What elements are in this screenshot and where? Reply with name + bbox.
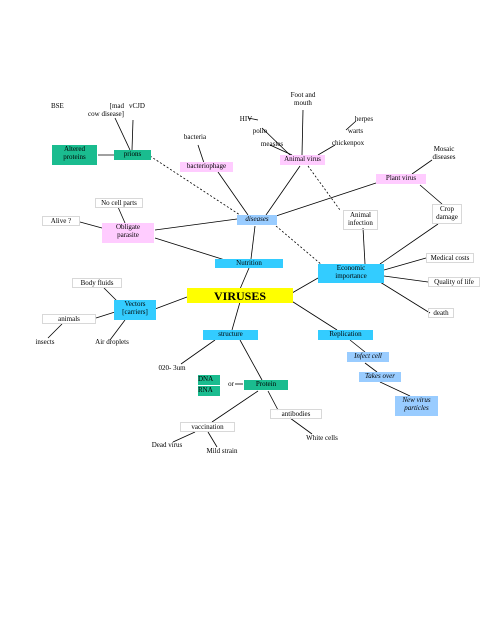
node-rna: RNA xyxy=(198,386,220,396)
link-viruses-nutrition xyxy=(239,267,250,290)
link-nutrition-diseases xyxy=(250,225,256,260)
node-animals: animals xyxy=(42,314,96,324)
link-prions-diseases xyxy=(149,155,241,216)
node-crop-damage: Crop damage xyxy=(432,204,462,224)
node-plant-virus: Plant virus xyxy=(376,174,426,184)
link-viruses-structure xyxy=(231,301,241,331)
link-animal-animalinfection xyxy=(307,165,341,211)
link-replication-infect xyxy=(349,339,366,353)
link-animal-chickenpox xyxy=(317,144,336,156)
link-antibodies-whitecells xyxy=(289,417,313,435)
link-prions-vcjd xyxy=(131,119,134,151)
link-viruses-economic xyxy=(291,277,319,294)
node-altered-proteins: Altered proteins xyxy=(52,145,97,165)
node-quality-of-life: Quality of life xyxy=(428,277,480,287)
link-viruses-replication xyxy=(289,299,338,331)
node-death: death xyxy=(428,308,454,318)
link-economic-animalinfection xyxy=(362,227,366,265)
link-diseases-animalvirus xyxy=(265,165,301,216)
node-dna: DNA xyxy=(198,375,220,385)
link-obligate-diseases xyxy=(154,218,238,231)
link-economic-quality xyxy=(383,275,429,283)
node-structure: structure xyxy=(203,330,258,340)
node-air-droplets: Air droplets xyxy=(95,338,129,346)
node-replication: Replication xyxy=(318,330,373,340)
link-economic-death xyxy=(379,281,431,314)
link-animal-polio xyxy=(261,127,291,156)
link-obligate-nocellparts xyxy=(117,206,126,224)
link-obligate-alive xyxy=(79,221,103,229)
link-diseases-bacteriophage xyxy=(217,171,249,216)
link-viruses-vectors xyxy=(154,296,188,310)
node-bacteriophage: bacteriophage xyxy=(180,162,233,172)
node-white-cells: White cells xyxy=(306,434,338,442)
node-obligate-parasite: Obligate parasite xyxy=(102,223,154,243)
link-plant-crop xyxy=(419,184,443,205)
link-vectors-animals xyxy=(95,311,116,319)
link-hiv-polio xyxy=(247,117,259,121)
node-bacteria: bacteria xyxy=(183,133,207,141)
node-hiv: HIV xyxy=(239,115,253,123)
link-vectors-bodyfluids xyxy=(103,287,119,303)
link-animals-insects xyxy=(47,323,63,339)
node-mosaic-diseases: Mosaic diseases xyxy=(432,145,456,161)
node-warts: warts xyxy=(347,127,364,135)
node-mild-strain: Mild strain xyxy=(206,447,238,455)
node-protein: Protein xyxy=(244,380,288,390)
node-or: or xyxy=(228,380,234,388)
node-measles: measles xyxy=(260,140,284,148)
link-infect-takesover xyxy=(364,362,378,373)
link-prions-bse xyxy=(114,117,131,151)
link-economic-crop xyxy=(379,223,439,265)
link-vectors-airdroplets xyxy=(109,319,126,341)
node-body-fluids: Body fluids xyxy=(72,278,122,288)
link-vaccination-mildstrain xyxy=(207,431,218,448)
link-economic-medical xyxy=(383,257,427,271)
node-polio: polio xyxy=(252,127,268,135)
link-takesover-newparticles xyxy=(379,381,411,397)
link-diseases-plantvirus xyxy=(275,182,377,217)
node-bse: BSE xyxy=(51,102,64,110)
link-protein-vaccination xyxy=(211,390,259,423)
node-infect-cell: Infect cell xyxy=(347,352,389,362)
node-nutrition: Nutrition xyxy=(215,259,283,268)
node-mad-cow: [mad cow disease] xyxy=(88,102,124,118)
node-vcjd: vCJD xyxy=(129,102,145,110)
node-prions: prions xyxy=(114,150,151,160)
link-structure-protein xyxy=(239,339,263,381)
link-protein-antibodies xyxy=(267,390,279,411)
link-structure-size xyxy=(180,339,216,365)
node-insects: insects xyxy=(35,338,55,346)
node-antibodies: antibodies xyxy=(270,409,322,419)
node-foot-mouth: Foot and mouth xyxy=(290,91,316,107)
node-animal-infection: Animal infection xyxy=(343,210,378,230)
node-economic-importance: Economic importance xyxy=(318,264,384,283)
node-viruses: VIRUSES xyxy=(187,288,293,303)
node-chickenpox: chickenpox xyxy=(331,139,365,147)
node-no-cell-parts: No cell parts xyxy=(95,198,143,208)
node-animal-virus: Animal virus xyxy=(280,155,325,165)
link-plant-mosaic xyxy=(411,159,433,175)
node-diseases: diseases xyxy=(237,215,277,225)
link-nutrition-obligate xyxy=(154,237,226,261)
node-size: 020- 3um xyxy=(158,364,186,372)
node-vaccination: vaccination xyxy=(180,422,235,432)
node-vectors: Vectors [carriers] xyxy=(114,300,156,320)
link-warts-herpes xyxy=(345,120,357,131)
link-animal-footmouth xyxy=(301,109,304,156)
link-vaccination-deadvirus xyxy=(172,431,196,443)
node-new-virus-particles: New virus particles xyxy=(395,396,438,416)
node-medical-costs: Medical costs xyxy=(426,253,474,263)
node-dead-virus: Dead virus xyxy=(151,441,183,449)
node-herpes: herpes xyxy=(354,115,374,123)
node-takes-over: Takes over xyxy=(359,372,401,382)
node-alive: Alive ? xyxy=(42,216,80,226)
